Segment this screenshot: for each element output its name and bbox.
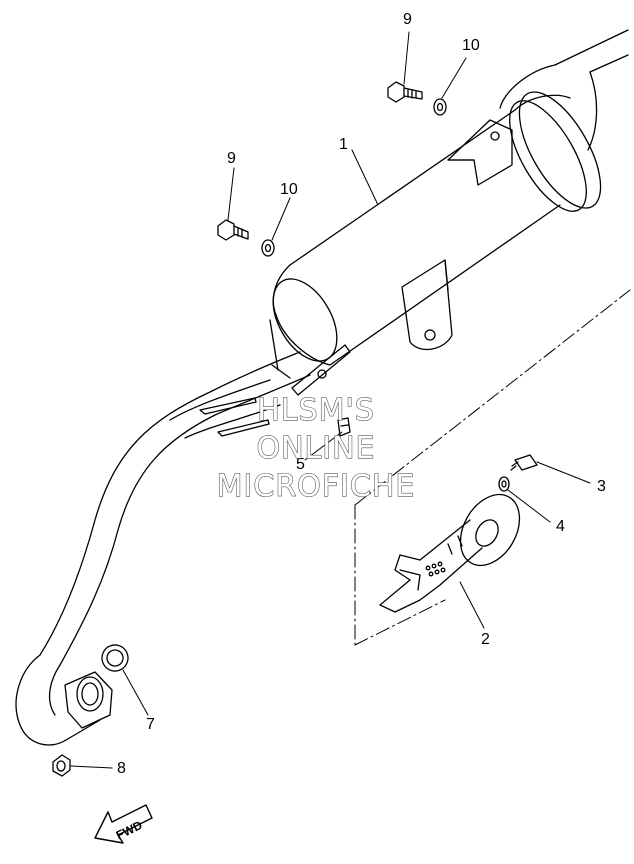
washer-lower <box>261 239 275 257</box>
callout-labels: 1 2 3 4 5 7 8 9 10 9 10 <box>117 11 606 777</box>
fwd-label: FWD <box>114 818 145 843</box>
washer-upper <box>433 98 447 116</box>
callout-silencer-insert: 2 <box>481 631 490 648</box>
insert-screw <box>510 454 538 471</box>
bolt-upper <box>387 81 423 103</box>
callout-insert-washer: 4 <box>556 518 565 535</box>
callout-nut: 8 <box>117 760 126 777</box>
callout-insert-bolt: 3 <box>597 478 606 495</box>
head-pipe <box>15 351 311 746</box>
watermark-line3: MICROFICHE <box>217 469 416 504</box>
leader-lines <box>70 31 591 769</box>
flange-nut <box>52 754 71 777</box>
guide-lines <box>354 289 631 646</box>
callout-sensor-bolt: 5 <box>296 456 305 473</box>
sensor-bolt <box>337 417 351 437</box>
gasket <box>101 644 129 672</box>
watermark-line1: HLSM'S <box>257 393 375 428</box>
callout-bolt-upper: 9 <box>403 11 412 28</box>
watermark: HLSM'S ONLINE MICROFICHE <box>216 392 416 504</box>
muffler-body <box>269 29 629 396</box>
silencer-insert <box>379 493 521 613</box>
watermark-line2: ONLINE <box>256 431 375 466</box>
fwd-arrow-icon <box>94 804 153 844</box>
callout-gasket: 7 <box>146 716 155 733</box>
callout-washer-lower: 10 <box>280 181 298 198</box>
callout-bolt-lower: 9 <box>227 150 236 167</box>
bolt-lower <box>217 219 249 241</box>
callout-washer-upper: 10 <box>462 37 480 54</box>
callout-muffler: 1 <box>339 136 348 153</box>
insert-washer <box>498 476 510 492</box>
